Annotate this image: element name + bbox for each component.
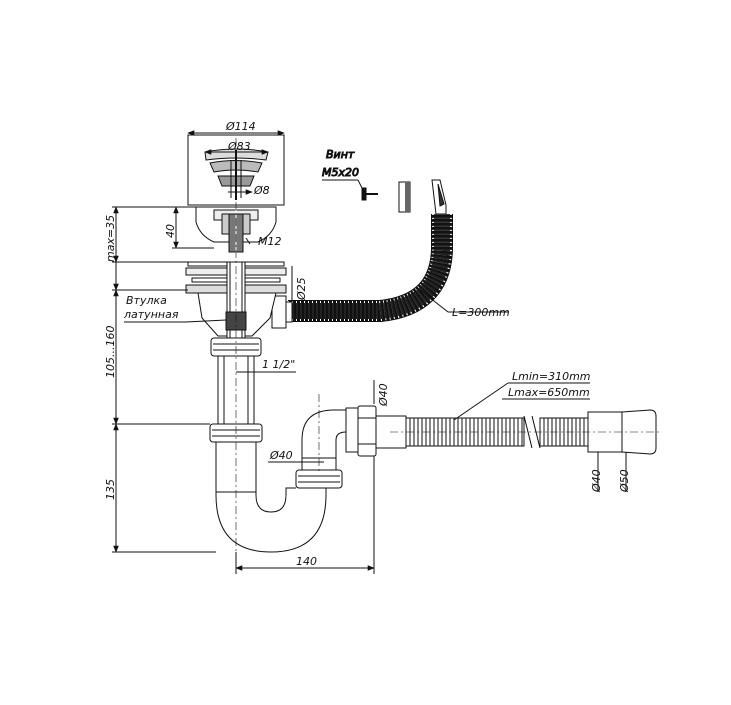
centerlines: [235, 138, 660, 572]
screw-detail: Винт M5x20: [322, 148, 447, 215]
end-diameter-50-label: Ø50: [618, 469, 631, 493]
diameter-83-label: Ø83: [227, 140, 251, 153]
hose-length-callout: Lmin=310mm Lmax=650mm: [453, 370, 591, 421]
screw-size-label: M5x20: [322, 166, 359, 179]
bottom-dimension: [235, 456, 375, 574]
height-105-160-label: 105...160: [104, 326, 117, 378]
overflow-hose-length-callout: L=300mm: [419, 289, 510, 319]
height-135-label: 135: [104, 479, 117, 500]
screw-label: Винт: [326, 148, 355, 161]
dim-40-top-label: 40: [164, 224, 177, 238]
overflow-hose: [271, 214, 453, 329]
diameter-114-label: Ø114: [225, 120, 256, 133]
m12-label: M12: [258, 235, 282, 248]
m12-callout: M12: [245, 235, 282, 248]
lmin-label: Lmin=310mm: [512, 370, 591, 383]
thread-callout: 1 1/2": [236, 358, 296, 373]
brass-bushing-callout: Втулка латунная: [123, 294, 227, 323]
max-35-label: max=35: [104, 215, 117, 262]
diameter-25-label: Ø25: [295, 277, 308, 301]
diameter-40-trap-dim: Ø40: [373, 380, 390, 407]
diameter-83-dim: Ø83: [204, 140, 269, 155]
end-diameter-40-label: Ø40: [590, 469, 603, 493]
lmax-label: Lmax=650mm: [508, 386, 590, 399]
elbow-diameter-label: Ø40: [269, 449, 293, 462]
left-dimensions: [112, 206, 216, 553]
bushing-label-2: латунная: [123, 308, 179, 321]
hose-end-diameters: Ø40 Ø50: [590, 452, 631, 493]
outlet-connector: [345, 405, 407, 457]
hose-length-label: L=300mm: [452, 306, 510, 319]
diameter-40-trap-label: Ø40: [377, 383, 390, 407]
elbow-diameter-callout: Ø40: [268, 449, 324, 463]
diameter-114-dim: Ø114: [187, 120, 285, 136]
thread-label: 1 1/2": [262, 358, 295, 371]
bushing-label-1: Втулка: [126, 294, 167, 307]
diameter-25-dim: Ø25: [291, 266, 308, 310]
diameter-8-label: Ø8: [253, 184, 270, 197]
width-140-label: 140: [296, 555, 317, 568]
